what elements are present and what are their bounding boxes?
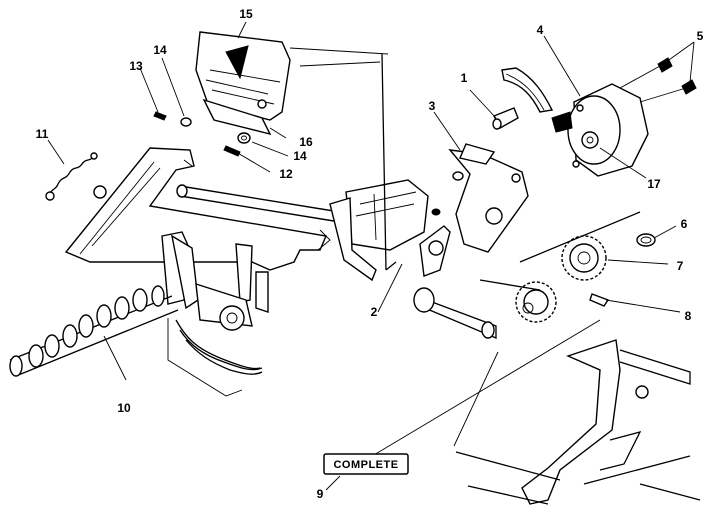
left-frame-assembly (64, 47, 389, 313)
callout-3: 3 (429, 99, 436, 113)
part-15-bracket (195, 31, 291, 136)
callout-12: 12 (279, 167, 293, 181)
complete-label: COMPLETE (323, 453, 409, 475)
part-2-block (329, 53, 451, 313)
callout-2: 2 (371, 305, 378, 319)
callout-13: 13 (129, 59, 143, 73)
part-10-worm-shaft (9, 285, 179, 381)
part-1-pin (469, 67, 554, 130)
gears-assembly (479, 211, 681, 323)
callout-14b: 14 (293, 149, 307, 163)
center-mechanism (161, 231, 263, 397)
screws-washers (153, 111, 251, 157)
callout-1: 1 (461, 71, 468, 85)
callout-17: 17 (647, 177, 661, 191)
part-5-screws (619, 41, 697, 103)
callout-9: 9 (317, 487, 324, 501)
callout-6: 6 (681, 217, 688, 231)
callout-15: 15 (239, 7, 253, 21)
callout-4: 4 (537, 23, 544, 37)
part-3-plate (431, 111, 529, 253)
right-frame (341, 287, 701, 505)
callout-10: 10 (117, 401, 131, 415)
part-11-spring (45, 152, 98, 201)
callout-7: 7 (677, 259, 684, 273)
part-4-motor (543, 35, 649, 179)
callout-11: 11 (36, 127, 49, 141)
leader-lines-left (47, 21, 289, 173)
callout-labels: 15 14 13 16 14 12 11 1 3 4 5 17 6 7 8 2 … (36, 7, 704, 501)
callout-16: 16 (299, 135, 313, 149)
callout-14a: 14 (153, 43, 167, 57)
callout-8: 8 (685, 309, 692, 323)
svg-text:COMPLETE: COMPLETE (333, 459, 398, 471)
callout-5: 5 (697, 29, 704, 43)
